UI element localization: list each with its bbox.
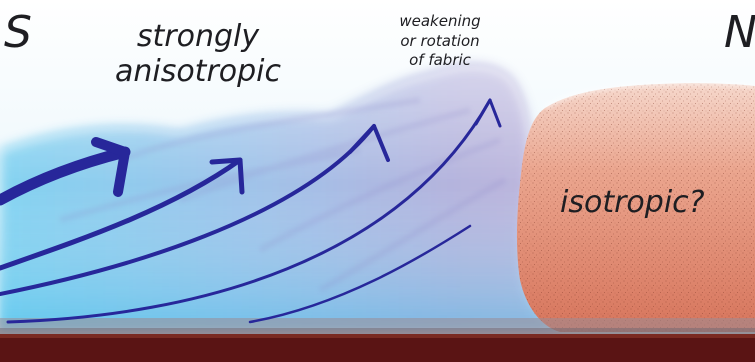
north-label: N	[724, 8, 755, 59]
south-label: S	[4, 8, 32, 59]
weakening-label-line-1: weakening	[380, 12, 500, 32]
weakening-label-line-2: or rotation	[380, 32, 500, 52]
weakening-label: weakening or rotation of fabric	[380, 12, 500, 71]
anisotropic-label-line-2: anisotropic	[88, 55, 308, 90]
weakening-label-line-3: of fabric	[380, 51, 500, 71]
anisotropic-label: strongly anisotropic	[88, 20, 308, 89]
bedrock	[0, 334, 755, 362]
isotropic-label: isotropic?	[560, 186, 705, 221]
anisotropic-label-line-1: strongly	[88, 20, 308, 55]
